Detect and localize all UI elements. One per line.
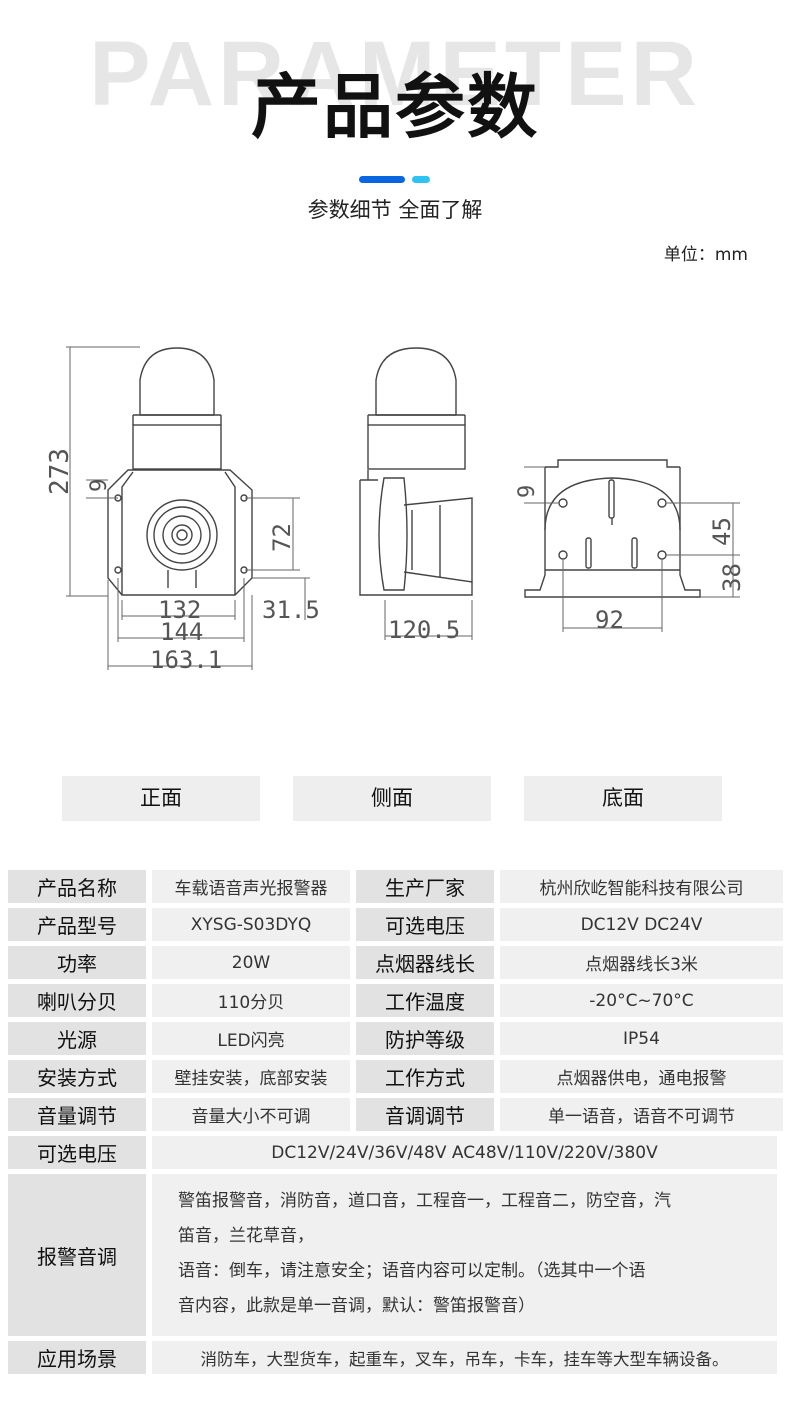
dim-92: 92 xyxy=(595,606,624,634)
spec-value: 20W xyxy=(152,946,350,979)
alarm-tone-line: 音内容，此款是单一音调，默认：警笛报警音） xyxy=(178,1296,535,1316)
spec-value: IP54 xyxy=(500,1022,783,1055)
spec-value: LED闪亮 xyxy=(152,1022,350,1055)
spec-key: 防护等级 xyxy=(356,1022,494,1055)
spec-key: 音量调节 xyxy=(8,1098,146,1131)
spec-key: 报警音调 xyxy=(8,1174,146,1336)
spec-value: 车载语音声光报警器 xyxy=(152,870,350,903)
spec-key: 产品名称 xyxy=(8,870,146,903)
page-subtitle: 参数细节 全面了解 xyxy=(307,198,483,222)
bottom-view-drawing xyxy=(524,459,701,598)
dim-132: 132 xyxy=(158,596,201,624)
table-row: 音量调节 音量大小不可调 音调调节 单一语音，语音不可调节 xyxy=(8,1098,783,1131)
dim-38: 38 xyxy=(718,563,746,592)
spec-key: 可选电压 xyxy=(356,908,494,941)
technical-drawing: 273 9 72 132 31.5 144 163.1 120.5 9 45 3… xyxy=(0,320,790,700)
table-row: 报警音调 警笛报警音，消防音，道口音，工程音一，工程音二，防空音，汽 笛音，兰花… xyxy=(8,1174,783,1336)
spec-value: 点烟器线长3米 xyxy=(500,946,783,979)
dim-9-front: 9 xyxy=(87,479,112,492)
dim-163-1: 163.1 xyxy=(150,646,222,674)
side-view-drawing xyxy=(359,347,473,596)
spec-key: 生产厂家 xyxy=(356,870,494,903)
spec-key: 功率 xyxy=(8,946,146,979)
alarm-tone-description: 警笛报警音，消防音，道口音，工程音一，工程音二，防空音，汽 笛音，兰花草音， 语… xyxy=(152,1174,777,1336)
spec-value: 110分贝 xyxy=(152,984,350,1017)
spec-value: 壁挂安装，底部安装 xyxy=(152,1060,350,1093)
background-watermark-word: PARAMETER xyxy=(89,23,701,125)
table-row: 产品型号 XYSG-S03DYQ 可选电压 DC12V DC24V xyxy=(8,908,783,941)
spec-key: 可选电压 xyxy=(8,1136,146,1169)
table-row: 光源 LED闪亮 防护等级 IP54 xyxy=(8,1022,783,1055)
spec-key: 产品型号 xyxy=(8,908,146,941)
alarm-tone-line: 语音：倒车，请注意安全；语音内容可以定制。（选其中一个语 xyxy=(178,1261,646,1281)
spec-value: DC12V/24V/36V/48V AC48V/110V/220V/380V xyxy=(152,1136,777,1169)
spec-value: 点烟器供电，通电报警 xyxy=(500,1060,783,1093)
spec-key: 喇叭分贝 xyxy=(8,984,146,1017)
spec-value: DC12V DC24V xyxy=(500,908,783,941)
spec-table: 产品名称 车载语音声光报警器 生产厂家 杭州欣屹智能科技有限公司 产品型号 XY… xyxy=(8,870,783,1379)
spec-value: 消防车，大型货车，起重车，叉车，吊车，卡车，挂车等大型车辆设备。 xyxy=(152,1341,777,1374)
unit-label: 单位：mm xyxy=(663,245,748,265)
spec-key: 工作温度 xyxy=(356,984,494,1017)
spec-value: 杭州欣屹智能科技有限公司 xyxy=(500,870,783,903)
dim-31-5: 31.5 xyxy=(262,596,320,624)
spec-value: 单一语音，语音不可调节 xyxy=(500,1098,783,1131)
spec-value: 音量大小不可调 xyxy=(152,1098,350,1131)
table-row: 喇叭分贝 110分贝 工作温度 -20°C~70°C xyxy=(8,984,783,1017)
page-title: 产品参数 xyxy=(251,66,539,148)
table-row: 安装方式 壁挂安装，底部安装 工作方式 点烟器供电，通电报警 xyxy=(8,1060,783,1093)
dim-273: 273 xyxy=(45,448,75,495)
spec-key: 光源 xyxy=(8,1022,146,1055)
spec-key: 工作方式 xyxy=(356,1060,494,1093)
title-accent-bar-secondary xyxy=(412,176,430,183)
title-accent-bar xyxy=(359,176,405,183)
alarm-tone-line: 警笛报警音，消防音，道口音，工程音一，工程音二，防空音，汽 xyxy=(178,1191,671,1211)
spec-value: -20°C~70°C xyxy=(500,984,783,1017)
spec-key: 应用场景 xyxy=(8,1341,146,1374)
front-view-drawing xyxy=(107,347,253,596)
dim-9-bottom: 9 xyxy=(515,485,540,498)
spec-key: 安装方式 xyxy=(8,1060,146,1093)
table-row: 可选电压 DC12V/24V/36V/48V AC48V/110V/220V/3… xyxy=(8,1136,783,1169)
spec-key: 音调调节 xyxy=(356,1098,494,1131)
alarm-tone-line: 笛音，兰花草音， xyxy=(178,1226,314,1246)
view-label-front: 正面 xyxy=(62,776,260,821)
dim-120-5: 120.5 xyxy=(388,616,460,644)
spec-value: XYSG-S03DYQ xyxy=(152,908,350,941)
spec-key: 点烟器线长 xyxy=(356,946,494,979)
view-label-side: 侧面 xyxy=(293,776,491,821)
table-row: 产品名称 车载语音声光报警器 生产厂家 杭州欣屹智能科技有限公司 xyxy=(8,870,783,903)
dim-45: 45 xyxy=(708,517,736,546)
dim-72: 72 xyxy=(268,523,296,552)
view-label-bottom: 底面 xyxy=(524,776,722,821)
table-row: 功率 20W 点烟器线长 点烟器线长3米 xyxy=(8,946,783,979)
table-row: 应用场景 消防车，大型货车，起重车，叉车，吊车，卡车，挂车等大型车辆设备。 xyxy=(8,1341,783,1374)
dim-144: 144 xyxy=(160,618,203,646)
